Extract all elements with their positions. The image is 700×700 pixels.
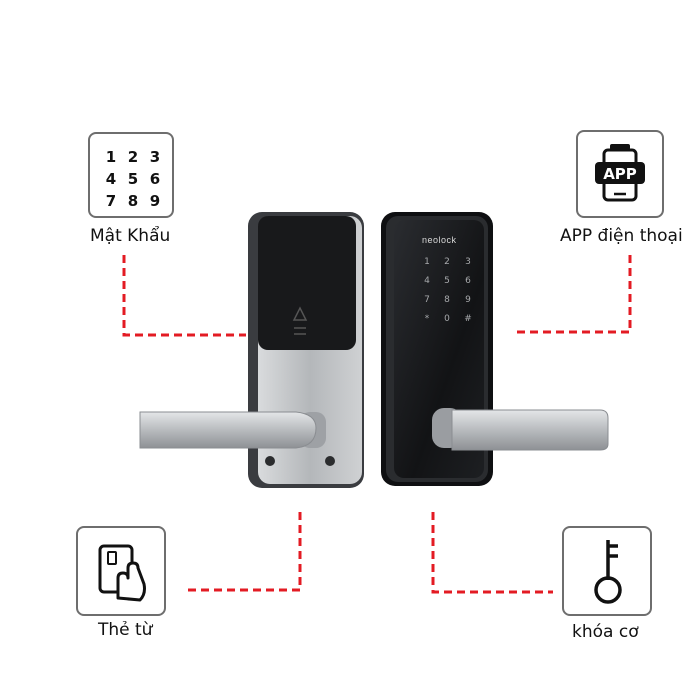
- exterior-unit: neolock 1 2 3 4 5 6 7 8 9 * 0 #: [381, 212, 609, 486]
- lock-key: #: [464, 314, 472, 324]
- interior-unit: [139, 212, 364, 488]
- phone-app-icon: APP: [595, 144, 645, 202]
- keypad-digit: 6: [149, 170, 161, 188]
- app-label: APP điện thoại: [560, 226, 683, 246]
- lock-key: 3: [465, 257, 471, 267]
- card-feature-box: [76, 526, 166, 616]
- keypad-digit: 3: [149, 148, 161, 166]
- card-label: Thẻ từ: [98, 620, 153, 640]
- keypad-digit: 2: [127, 148, 139, 166]
- lock-key: *: [425, 314, 430, 324]
- lock-brand: neolock: [422, 235, 457, 245]
- keypad-digit: 9: [149, 192, 161, 210]
- lock-key: 4: [424, 276, 430, 286]
- lock-key: 7: [424, 295, 430, 305]
- lock-key: 9: [465, 295, 471, 305]
- lock-key: 5: [444, 276, 450, 286]
- lock-key: 6: [465, 276, 471, 286]
- app-icon-text: APP: [603, 165, 637, 183]
- lock-key: 0: [444, 314, 450, 324]
- keypad-icon: 1 2 3 4 5 6 7 8 9: [100, 148, 166, 210]
- key-icon: [594, 540, 622, 604]
- app-feature-box: APP: [576, 130, 664, 218]
- lock-key: 2: [444, 257, 450, 267]
- password-feature-box: 1 2 3 4 5 6 7 8 9: [88, 132, 174, 218]
- connector-card: [186, 512, 302, 592]
- password-label: Mật Khẩu: [90, 226, 171, 246]
- keypad-digit: 7: [105, 192, 117, 210]
- keypad-digit: 5: [127, 170, 139, 188]
- lock-key: 8: [444, 295, 450, 305]
- keypad-digit: 1: [105, 148, 117, 166]
- keypad-digit: 4: [105, 170, 117, 188]
- card-tap-icon: [98, 544, 146, 602]
- keypad-digit: 8: [127, 192, 139, 210]
- lock-key: 1: [424, 257, 430, 267]
- connector-password: [122, 255, 246, 337]
- key-label: khóa cơ: [572, 622, 639, 642]
- battery-cover: [258, 216, 356, 350]
- connector-key: [431, 512, 553, 594]
- key-feature-box: [562, 526, 652, 616]
